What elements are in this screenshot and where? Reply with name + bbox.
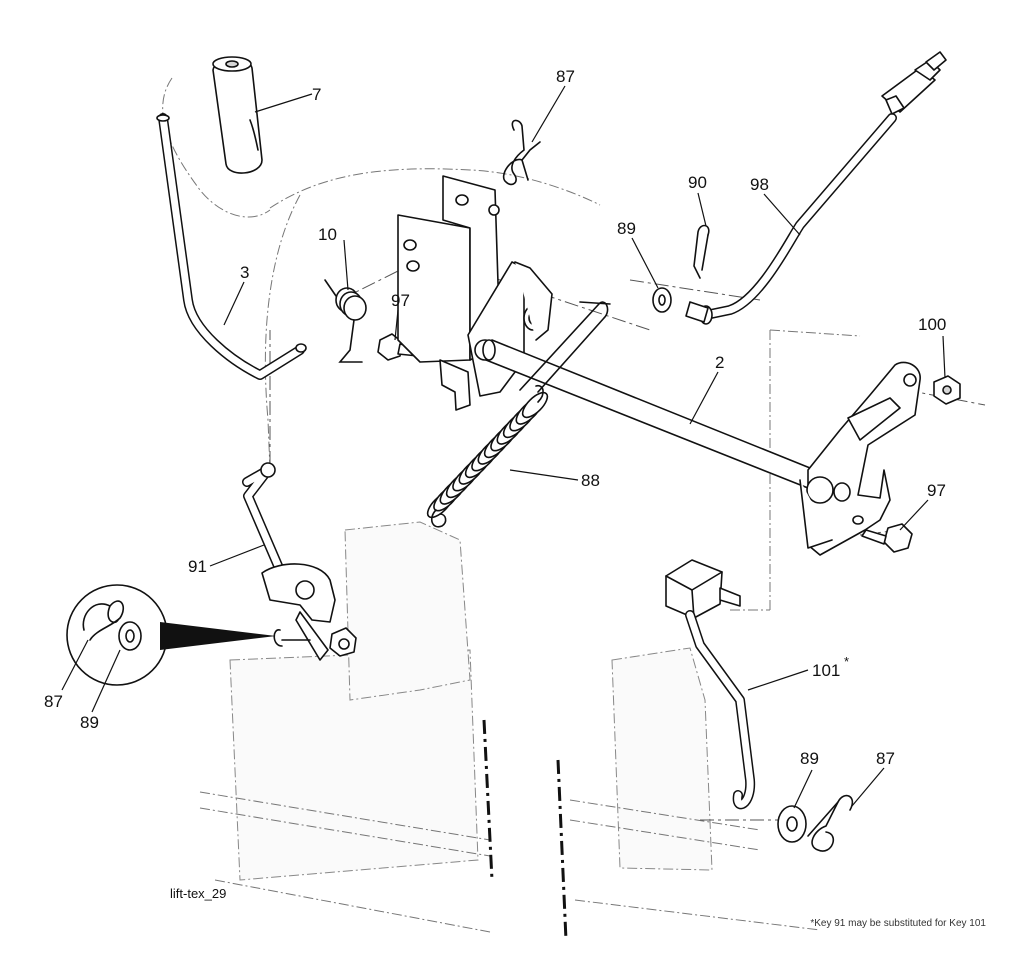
callout-90: 90 [688, 173, 707, 192]
leader-lines [61, 85, 946, 809]
footnote: *Key 91 may be substituted for Key 101 [810, 918, 986, 929]
shoulder-bolt-right-part [861, 523, 913, 553]
callout-89-top: 89 [617, 219, 636, 238]
callout-7: 7 [312, 85, 321, 104]
diagram-id-label: lift-tex_29 [170, 886, 226, 901]
spring-coil [521, 391, 549, 419]
callout-88: 88 [581, 471, 600, 490]
lift-lever-part [156, 113, 307, 380]
hair-pin-clip-bottom-part [807, 794, 854, 852]
detail-balloon [66, 584, 276, 686]
torsion-spring-part [324, 279, 367, 363]
spring-hook-end [430, 509, 447, 528]
callout-3: 3 [240, 263, 249, 282]
section-breaks [482, 719, 568, 941]
callout-101: 101 [812, 661, 840, 680]
callout-100: 100 [918, 315, 946, 334]
cotter-pin-part [693, 224, 710, 279]
grip-part [212, 56, 263, 174]
callout-10: 10 [318, 225, 337, 244]
callout-97-left: 97 [391, 291, 410, 310]
callout-87-bottom: 87 [876, 749, 895, 768]
callout-87-detail: 87 [44, 692, 63, 711]
spring-hook-end [535, 384, 544, 403]
extension-spring-part [426, 384, 549, 528]
callout-89-bottom: 89 [800, 749, 819, 768]
lift-link-part [242, 462, 357, 661]
callout-89-detail: 89 [80, 713, 99, 732]
lift-link-block-part [665, 559, 756, 810]
nut-part [933, 375, 961, 405]
callout-97-right: 97 [927, 481, 946, 500]
hair-pin-clip-top-part [502, 119, 541, 186]
washer-top-part [652, 287, 672, 313]
callout-101-asterisk: * [844, 654, 849, 669]
height-adjust-rod-part [685, 51, 947, 325]
callout-91: 91 [188, 557, 207, 576]
callout-2: 2 [715, 353, 724, 372]
washer-bottom-part [777, 805, 807, 843]
callout-98: 98 [750, 175, 769, 194]
callout-87-top: 87 [556, 67, 575, 86]
right-lift-arm-part [799, 361, 921, 556]
callouts: 7 87 90 98 89 10 3 97 100 2 97 88 91 87 … [44, 67, 946, 768]
spring-hook-wire [519, 301, 611, 393]
phantom-deck-outline [162, 77, 861, 933]
